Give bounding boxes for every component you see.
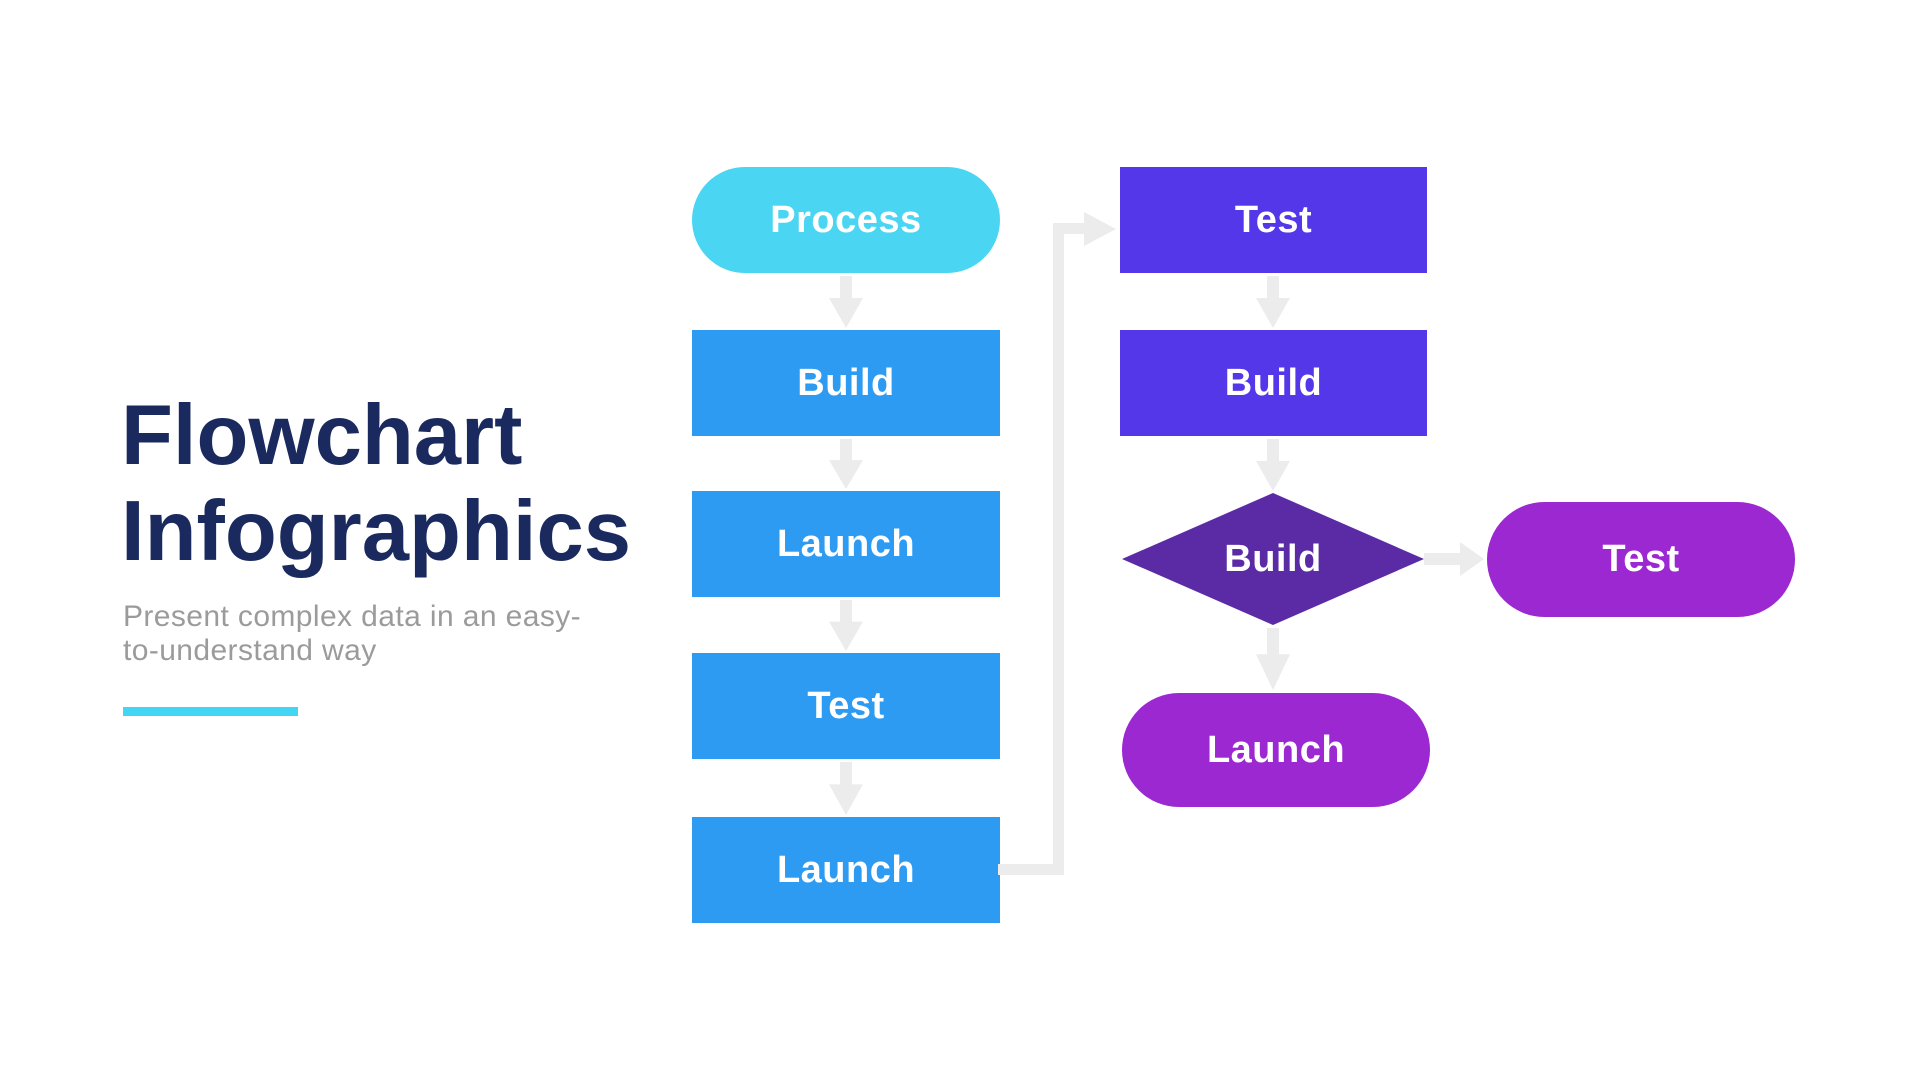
arrow-down-icon bbox=[829, 439, 863, 489]
page-title-line1: Flowchart bbox=[121, 388, 523, 483]
page-subtitle-line1: Present complex data in an easy- bbox=[123, 600, 582, 633]
node-build-right-label: Build bbox=[1224, 361, 1323, 404]
page-title: Flowchart Infographics bbox=[121, 388, 631, 580]
node-process: Process bbox=[692, 167, 1000, 273]
node-launch-bottom-left-label: Launch bbox=[776, 848, 916, 891]
node-test-side-label: Test bbox=[1602, 538, 1680, 580]
node-test-left-label: Test bbox=[807, 684, 885, 727]
node-build-decision-diamond: Build bbox=[1122, 493, 1424, 625]
node-launch-left-label: Launch bbox=[776, 522, 916, 565]
arrow-down-icon bbox=[1256, 628, 1290, 690]
node-launch-right: Launch bbox=[1122, 693, 1430, 807]
connector-elbow-arrow-icon bbox=[998, 212, 1116, 875]
node-launch-bottom-left: Launch bbox=[692, 817, 1000, 923]
node-test-right: Test bbox=[1120, 167, 1427, 273]
arrow-down-icon bbox=[1256, 439, 1290, 491]
arrow-down-icon bbox=[829, 600, 863, 651]
node-build-left: Build bbox=[692, 330, 1000, 436]
arrow-down-icon bbox=[829, 276, 863, 328]
node-test-right-label: Test bbox=[1234, 198, 1313, 241]
node-build-right: Build bbox=[1120, 330, 1427, 436]
node-build-left-label: Build bbox=[797, 361, 895, 404]
page-title-line2: Infographics bbox=[121, 484, 632, 579]
arrow-down-icon bbox=[829, 762, 863, 815]
accent-underline bbox=[123, 707, 298, 716]
node-launch-right-label: Launch bbox=[1206, 728, 1346, 771]
arrow-down-icon bbox=[1256, 276, 1290, 328]
node-build-decision-label: Build bbox=[1224, 537, 1322, 580]
node-test-side: Test bbox=[1487, 502, 1795, 617]
arrow-right-icon bbox=[1424, 542, 1484, 576]
node-launch-left: Launch bbox=[692, 491, 1000, 597]
node-test-left: Test bbox=[692, 653, 1000, 759]
page-subtitle-line2: to-understand way bbox=[123, 634, 377, 667]
node-process-label: Process bbox=[770, 198, 922, 241]
page-subtitle: Present complex data in an easy- to-unde… bbox=[123, 600, 581, 668]
